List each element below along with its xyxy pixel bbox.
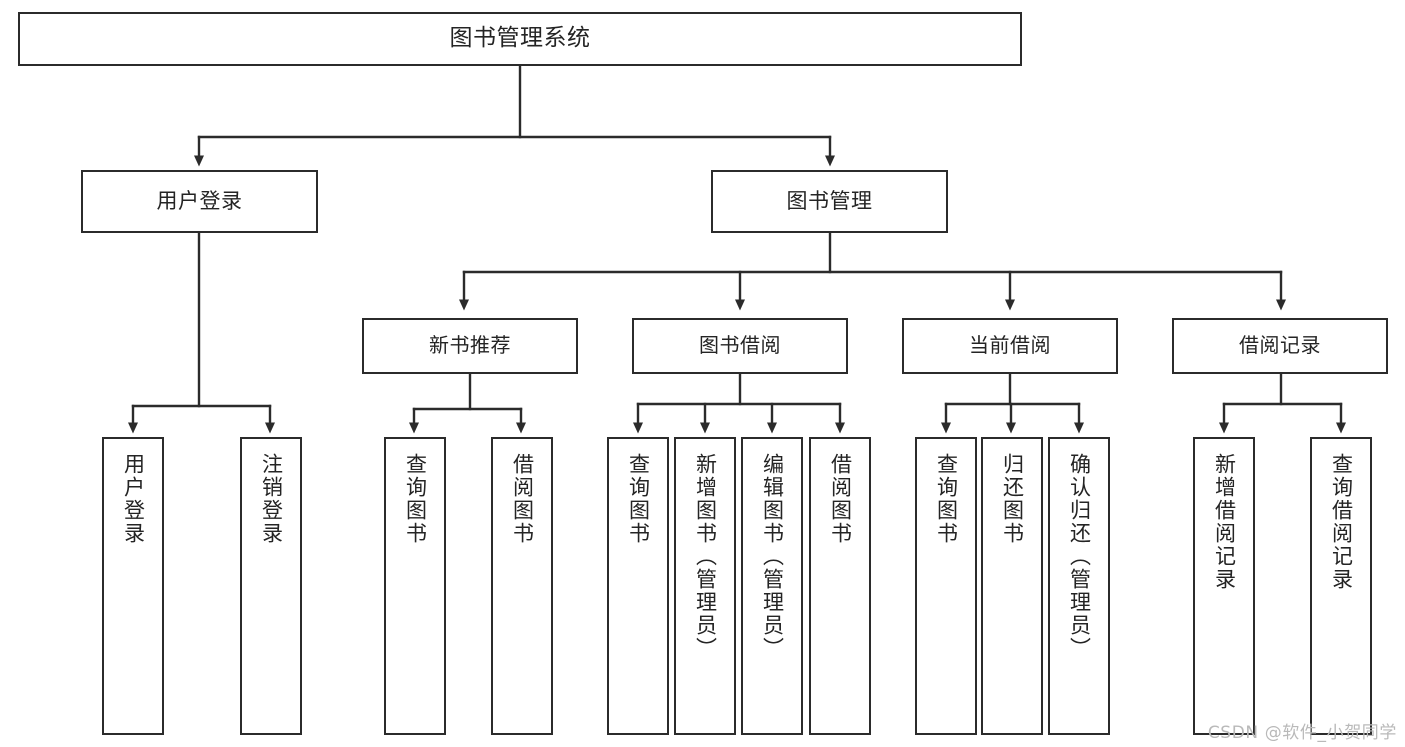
node-book-borrowing[interactable]: 图书借阅 — [632, 318, 848, 374]
node-label: 图书借阅 — [699, 333, 781, 358]
node-leaf-user-login[interactable]: 用户登录 — [102, 437, 164, 735]
node-label: 借阅记录 — [1239, 333, 1321, 358]
node-leaf-user-logout[interactable]: 注销登录 — [240, 437, 302, 735]
node-label: 新书推荐 — [429, 333, 511, 358]
node-user-login[interactable]: 用户登录 — [81, 170, 318, 233]
node-label: 查询图书 — [934, 453, 959, 545]
node-label: 借阅图书 — [828, 453, 853, 545]
node-leaf-add-borrowing-record[interactable]: 新增借阅记录 — [1193, 437, 1255, 735]
node-label: 图书管理系统 — [449, 25, 591, 52]
node-leaf-add-book-admin[interactable]: 新增图书（管理员） — [674, 437, 736, 735]
node-label: 图书管理 — [786, 189, 873, 214]
node-label: 新增图书（管理员） — [693, 453, 718, 660]
node-label: 归还图书 — [1000, 453, 1025, 545]
node-borrowing-record[interactable]: 借阅记录 — [1172, 318, 1388, 374]
node-book-management[interactable]: 图书管理 — [711, 170, 948, 233]
node-current-borrowing[interactable]: 当前借阅 — [902, 318, 1118, 374]
node-label: 新增借阅记录 — [1212, 453, 1237, 591]
node-label: 借阅图书 — [510, 453, 535, 545]
watermark-text: CSDN @软件_小贺同学 — [1207, 723, 1397, 743]
node-label: 注销登录 — [259, 453, 284, 545]
node-root-book-management-system[interactable]: 图书管理系统 — [18, 12, 1022, 66]
node-label: 用户登录 — [121, 453, 146, 545]
node-leaf-borrow-book-recommendation[interactable]: 借阅图书 — [491, 437, 553, 735]
node-label: 当前借阅 — [969, 333, 1051, 358]
node-leaf-query-book-borrowing[interactable]: 查询图书 — [607, 437, 669, 735]
node-label: 查询借阅记录 — [1329, 453, 1354, 591]
node-leaf-query-book-recommendation[interactable]: 查询图书 — [384, 437, 446, 735]
node-label: 查询图书 — [626, 453, 651, 545]
node-leaf-query-book-current[interactable]: 查询图书 — [915, 437, 977, 735]
node-leaf-return-book[interactable]: 归还图书 — [981, 437, 1043, 735]
node-label: 用户登录 — [156, 189, 243, 214]
node-leaf-confirm-return-admin[interactable]: 确认归还（管理员） — [1048, 437, 1110, 735]
node-label: 编辑图书（管理员） — [760, 453, 785, 660]
node-label: 确认归还（管理员） — [1067, 453, 1092, 660]
node-label: 查询图书 — [403, 453, 428, 545]
node-leaf-borrow-book[interactable]: 借阅图书 — [809, 437, 871, 735]
node-leaf-query-borrowing-record[interactable]: 查询借阅记录 — [1310, 437, 1372, 735]
node-new-book-recommendation[interactable]: 新书推荐 — [362, 318, 578, 374]
node-leaf-edit-book-admin[interactable]: 编辑图书（管理员） — [741, 437, 803, 735]
